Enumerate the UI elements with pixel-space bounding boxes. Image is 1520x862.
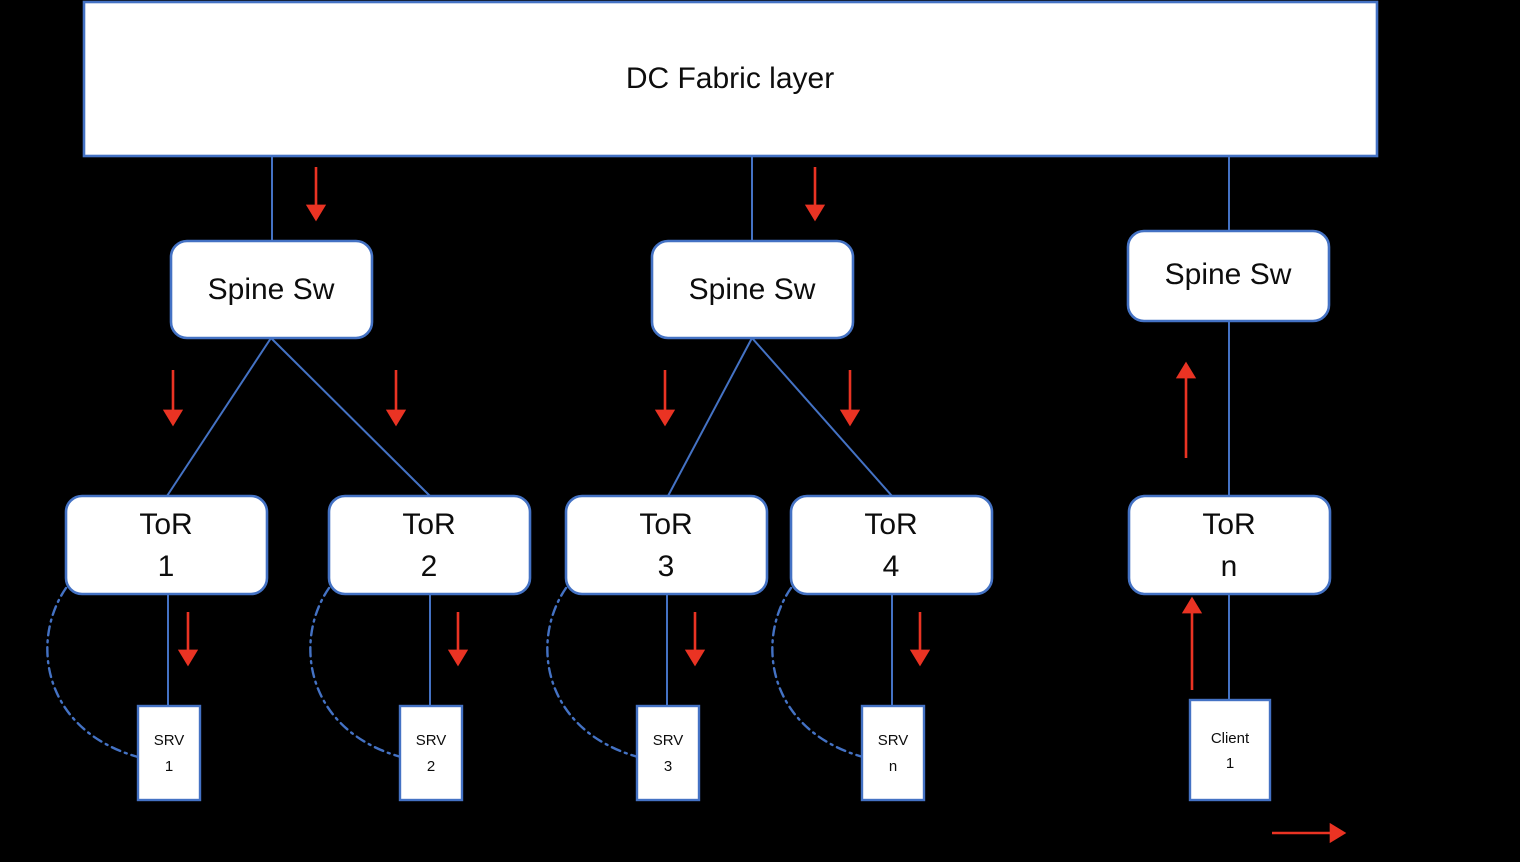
red-flow-arrows bbox=[162, 167, 1347, 844]
tor-n-label-line1: ToR bbox=[1202, 508, 1255, 541]
link-spine1-tor1 bbox=[166, 337, 272, 497]
client-1-label-line1: Client bbox=[1211, 730, 1250, 747]
srv-n-label-line2: n bbox=[889, 758, 897, 775]
tor-n-label-line2: n bbox=[1221, 550, 1238, 583]
tor-4-rect[interactable] bbox=[789, 494, 994, 596]
srv-3-label-line1: SRV bbox=[653, 732, 684, 749]
client-1-label-line2: 1 bbox=[1226, 755, 1234, 772]
spine-switch-3-rect[interactable] bbox=[1126, 229, 1331, 323]
spine-to-tor-links bbox=[166, 320, 1230, 497]
tor-1-rect[interactable] bbox=[64, 494, 269, 596]
arc-tor2-srv2 bbox=[309, 586, 403, 759]
tor-1[interactable]: ToR 1 bbox=[64, 494, 269, 596]
spine-switch-1[interactable]: Spine Sw bbox=[169, 239, 374, 340]
tor-3-rect[interactable] bbox=[564, 494, 769, 596]
dc-fabric-layer-rect[interactable] bbox=[82, 0, 1379, 158]
srv-2[interactable]: SRV 2 bbox=[398, 704, 464, 802]
tor-n[interactable]: ToR n bbox=[1127, 494, 1332, 596]
srv-3[interactable]: SRV 3 bbox=[635, 704, 701, 802]
spine-switch-3[interactable]: Spine Sw bbox=[1126, 229, 1331, 323]
arc-tor3-srv3 bbox=[546, 586, 640, 759]
link-spine2-tor4 bbox=[751, 337, 893, 497]
arc-tor4-srvn bbox=[771, 586, 865, 759]
tor-1-label-line2: 1 bbox=[158, 550, 175, 583]
srv-1-label-line1: SRV bbox=[154, 732, 185, 749]
tor-3-label-line1: ToR bbox=[639, 508, 692, 541]
spine-switch-3-label: Spine Sw bbox=[1165, 258, 1292, 291]
srv-2-label-line2: 2 bbox=[427, 758, 435, 775]
tor-leaf-dashed-arcs bbox=[46, 586, 865, 759]
fabric-to-spine-links bbox=[271, 156, 1230, 241]
spine-switch-2-label: Spine Sw bbox=[689, 273, 816, 306]
tor-to-leaf-links bbox=[167, 594, 1230, 706]
srv-1[interactable]: SRV 1 bbox=[136, 704, 202, 802]
tor-2[interactable]: ToR 2 bbox=[327, 494, 532, 596]
dc-fabric-layer-label: DC Fabric layer bbox=[626, 62, 834, 95]
link-spine1-tor2 bbox=[270, 337, 431, 497]
dc-fabric-layer-box[interactable]: DC Fabric layer bbox=[82, 0, 1379, 158]
tor-3[interactable]: ToR 3 bbox=[564, 494, 769, 596]
spine-switch-1-label: Spine Sw bbox=[208, 273, 335, 306]
client-1-rect[interactable] bbox=[1188, 698, 1272, 802]
client-1[interactable]: Client 1 bbox=[1188, 698, 1272, 802]
tor-4-label-line1: ToR bbox=[864, 508, 917, 541]
tor-4-label-line2: 4 bbox=[883, 550, 900, 583]
spine-switch-1-rect[interactable] bbox=[169, 239, 374, 340]
srv-3-rect[interactable] bbox=[635, 704, 701, 802]
tor-3-label-line2: 3 bbox=[658, 550, 675, 583]
tor-4[interactable]: ToR 4 bbox=[789, 494, 994, 596]
srv-1-label-line2: 1 bbox=[165, 758, 173, 775]
tor-2-label-line1: ToR bbox=[402, 508, 455, 541]
srv-1-rect[interactable] bbox=[136, 704, 202, 802]
srv-2-label-line1: SRV bbox=[416, 732, 447, 749]
srv-2-rect[interactable] bbox=[398, 704, 464, 802]
tor-2-rect[interactable] bbox=[327, 494, 532, 596]
arc-tor1-srv1 bbox=[46, 586, 140, 759]
tor-2-label-line2: 2 bbox=[421, 550, 438, 583]
spine-switch-2[interactable]: Spine Sw bbox=[650, 239, 855, 340]
srv-n-label-line1: SRV bbox=[878, 732, 909, 749]
srv-3-label-line2: 3 bbox=[664, 758, 672, 775]
srv-n-rect[interactable] bbox=[860, 704, 926, 802]
tor-1-label-line1: ToR bbox=[139, 508, 192, 541]
spine-switch-2-rect[interactable] bbox=[650, 239, 855, 340]
tor-n-rect[interactable] bbox=[1127, 494, 1332, 596]
srv-n[interactable]: SRV n bbox=[860, 704, 926, 802]
link-spine2-tor3 bbox=[667, 337, 753, 497]
